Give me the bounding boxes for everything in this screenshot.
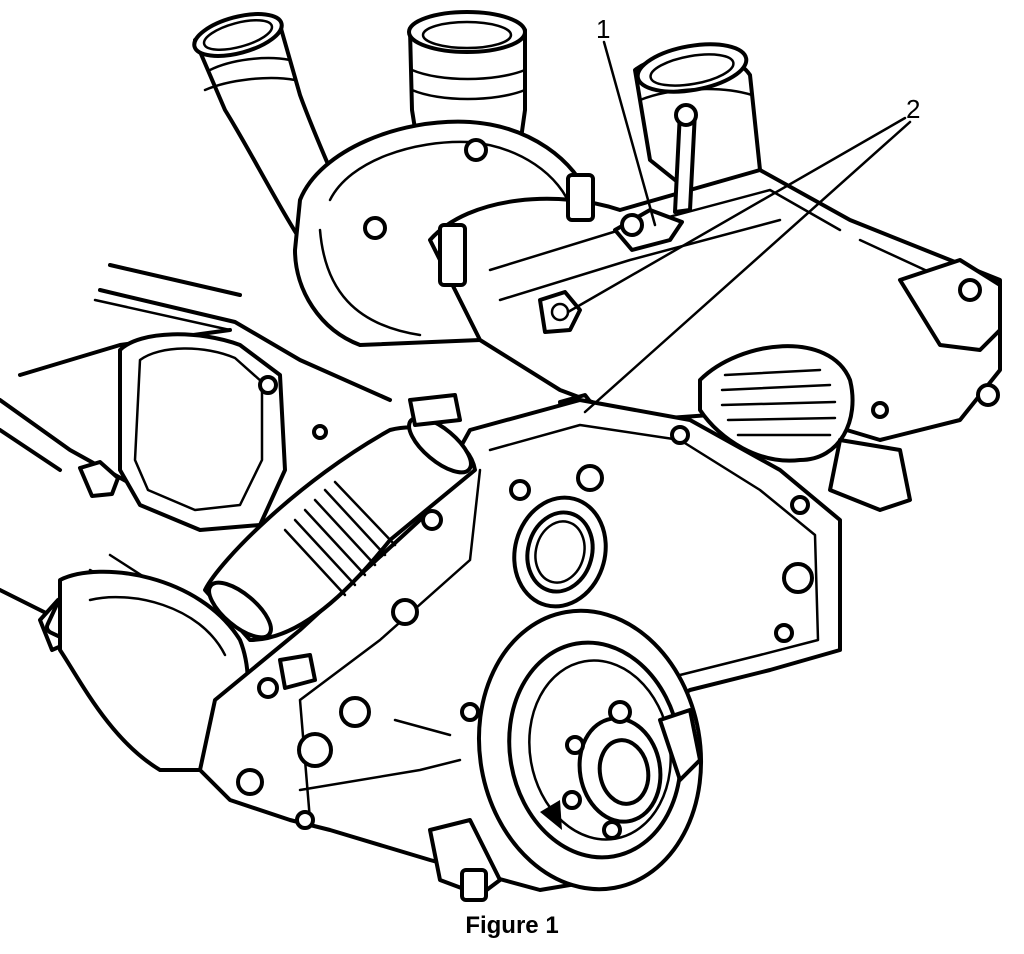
- callout-1-label: 1: [596, 14, 610, 44]
- crank-pulley: [476, 608, 704, 892]
- figure-caption: Figure 1: [465, 912, 559, 939]
- lower-hose: [203, 393, 477, 690]
- callout-leaders: [566, 40, 912, 414]
- intake-manifold: [428, 103, 1002, 512]
- engine-block-left: [0, 263, 392, 772]
- callout-2-label: 2: [906, 94, 920, 124]
